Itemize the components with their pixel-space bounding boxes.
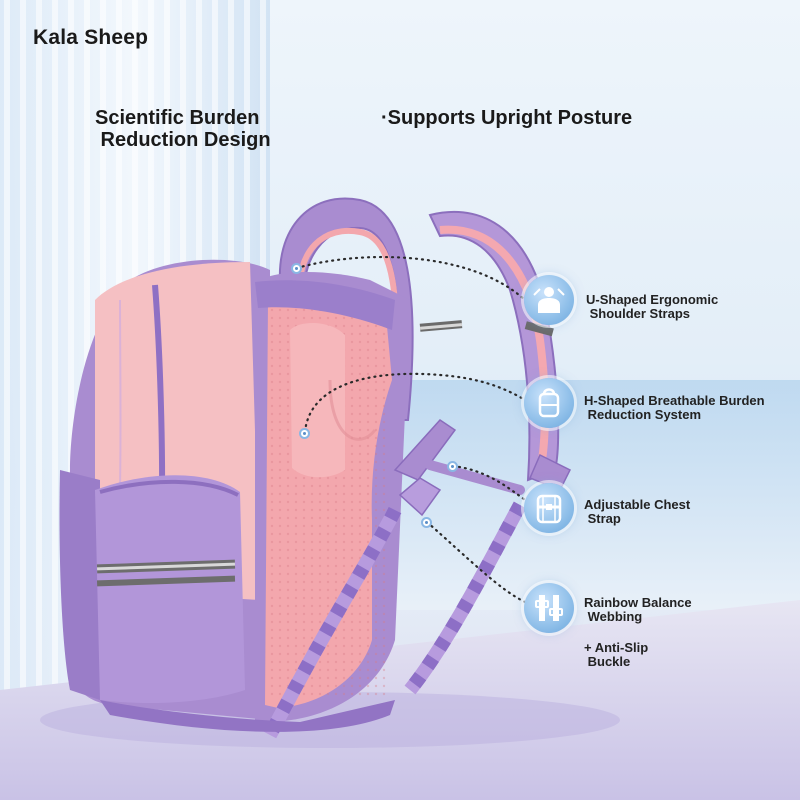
feature-anti-slip-buckle-label: + Anti-Slip Buckle <box>584 640 649 669</box>
callout-pin-hsystem <box>299 428 310 439</box>
callout-line-hsystem <box>303 372 527 434</box>
callout-line-shoulder <box>295 255 527 302</box>
feature-chest-strap-label: Adjustable Chest Strap <box>584 497 691 526</box>
feature-shoulder-straps-label: U-Shaped Ergonomic Shoulder Straps <box>586 292 719 321</box>
callout-lines <box>295 255 527 604</box>
chest-strap <box>393 419 457 481</box>
callout-line-webbing <box>425 520 527 604</box>
buckle-webbing-icon <box>524 583 574 633</box>
callout-pin-chest <box>447 461 458 472</box>
backpack-outline-icon <box>524 378 574 428</box>
headline-upright-posture: ·Supports Upright Posture <box>381 107 633 129</box>
brand-name: Kala Sheep <box>33 26 149 49</box>
side-pocket <box>59 470 100 700</box>
chest-strap-backpack-icon <box>524 483 574 533</box>
feature-rainbow-webbing-label: Rainbow Balance Webbing <box>584 595 692 624</box>
headline-burden-reduction: Scientific Burden Reduction Design <box>95 107 271 151</box>
feature-h-system-label: H-Shaped Breathable Burden Reduction Sys… <box>584 393 765 422</box>
person-shoulders-icon <box>524 275 574 325</box>
callout-line-chest <box>451 464 527 502</box>
callout-pin-shoulder <box>291 263 302 274</box>
callout-pin-webbing <box>421 517 432 528</box>
